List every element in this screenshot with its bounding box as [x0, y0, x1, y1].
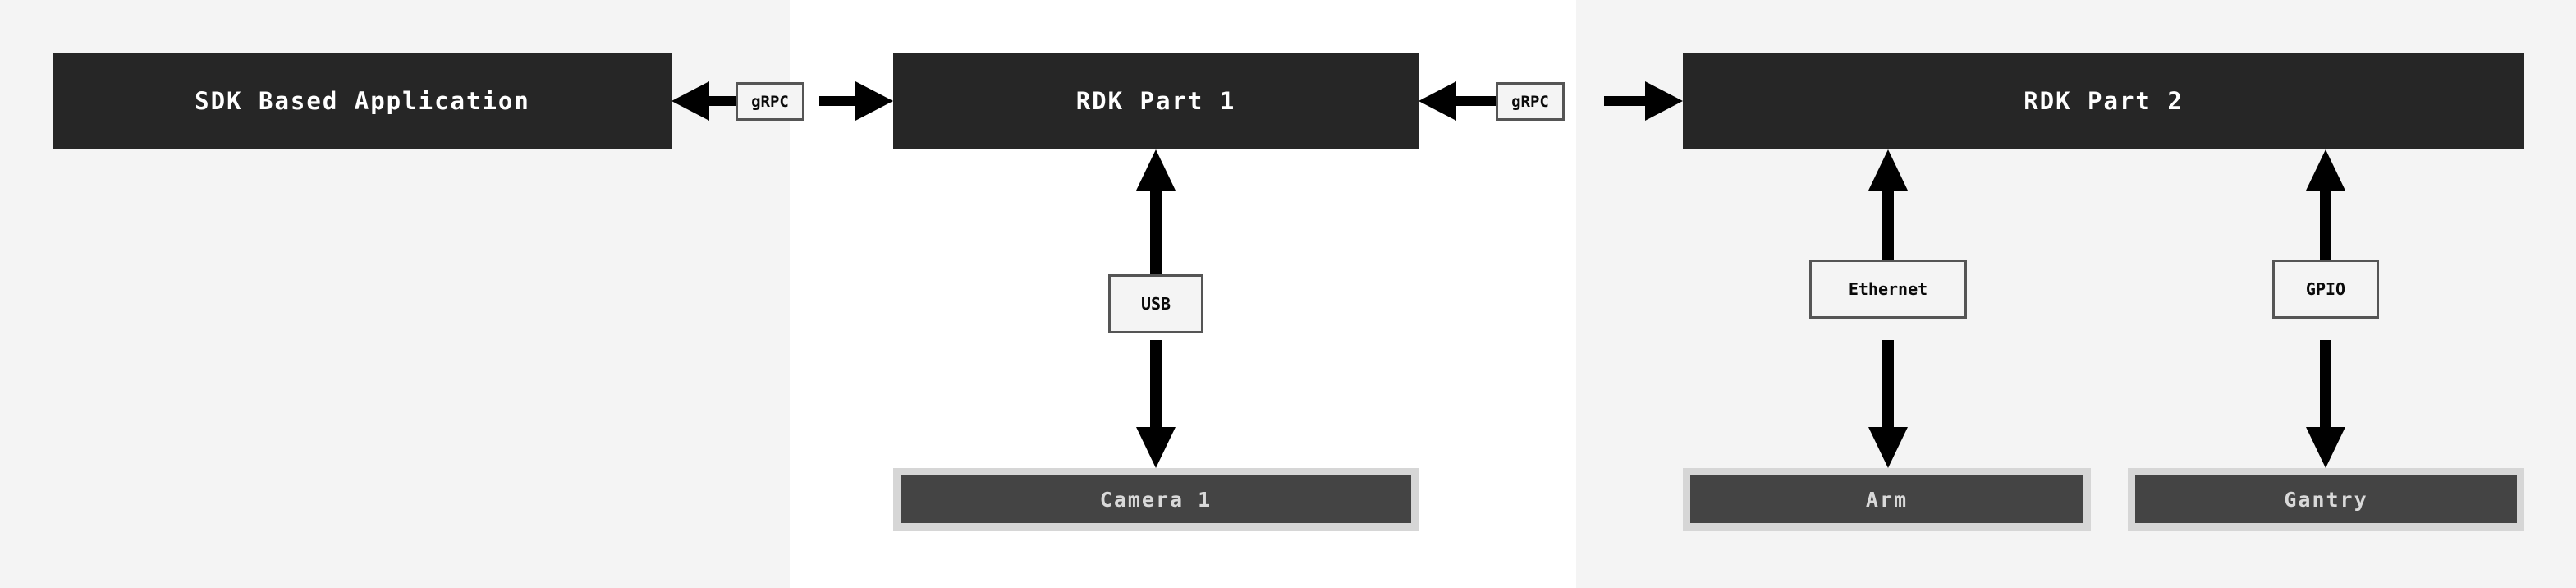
node-label: RDK Part 1 — [1075, 87, 1236, 115]
node-label: RDK Part 2 — [2024, 87, 2184, 115]
node-gantry[interactable]: Gantry — [2128, 468, 2524, 531]
node-label: Gantry — [2284, 487, 2368, 512]
edge-rdk2-arm-arrow — [1865, 149, 1911, 468]
edge-label-text: GPIO — [2305, 279, 2346, 299]
node-label: SDK Based Application — [195, 87, 530, 115]
node-label: Camera 1 — [1099, 487, 1212, 512]
node-rdk-part-2[interactable]: RDK Part 2 — [1683, 53, 2524, 149]
edge-rdk1-camera-arrow — [1133, 149, 1179, 468]
edge-label-ethernet[interactable]: Ethernet — [1809, 260, 1967, 319]
node-arm[interactable]: Arm — [1683, 468, 2091, 531]
edge-label-gpio[interactable]: GPIO — [2272, 260, 2379, 319]
edge-label-text: gRPC — [1511, 92, 1549, 111]
node-label: Arm — [1865, 487, 1909, 512]
edge-label-text: Ethernet — [1848, 279, 1928, 299]
node-sdk-based-application[interactable]: SDK Based Application — [53, 53, 672, 149]
node-rdk-part-1[interactable]: RDK Part 1 — [893, 53, 1419, 149]
edge-sdk-rdk1-arrow — [672, 79, 893, 123]
edge-label-text: gRPC — [751, 92, 789, 111]
edge-label-text: USB — [1140, 294, 1171, 314]
edge-rdk1-rdk2-arrow — [1419, 79, 1683, 123]
node-camera-1[interactable]: Camera 1 — [893, 468, 1419, 531]
edge-label-grpc-rdk1-rdk2[interactable]: gRPC — [1496, 82, 1565, 121]
edge-label-usb[interactable]: USB — [1108, 274, 1203, 333]
edge-rdk2-gantry-arrow — [2303, 149, 2349, 468]
edge-label-grpc-sdk-rdk1[interactable]: gRPC — [736, 82, 804, 121]
